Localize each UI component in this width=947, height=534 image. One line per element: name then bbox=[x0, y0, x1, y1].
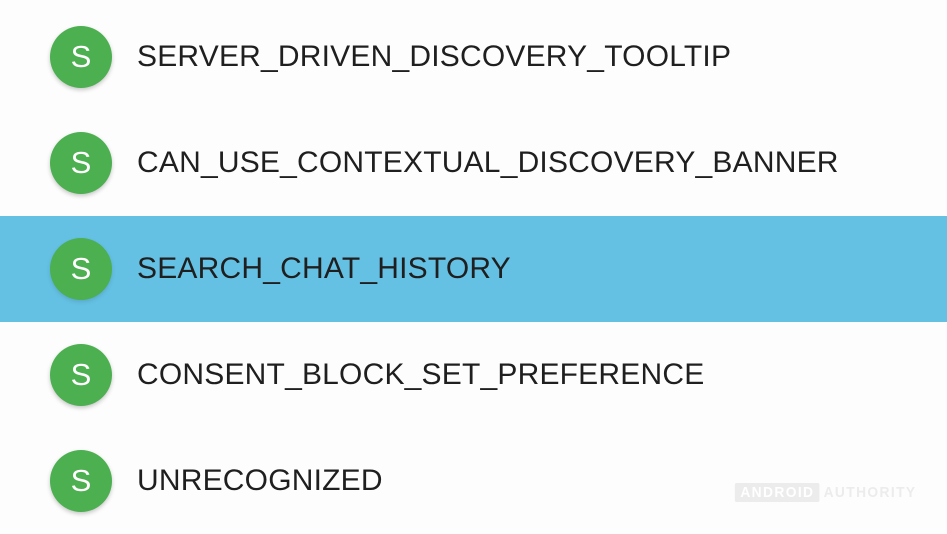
list-item-server_driven_discovery_tooltip[interactable]: S SERVER_DRIVEN_DISCOVERY_TOOLTIP bbox=[0, 4, 947, 110]
list-item-search_chat_history[interactable]: S SEARCH_CHAT_HISTORY bbox=[0, 216, 947, 322]
avatar: S bbox=[50, 344, 112, 406]
list-item-label: SEARCH_CHAT_HISTORY bbox=[137, 252, 511, 285]
avatar-letter: S bbox=[70, 356, 92, 392]
avatar-letter: S bbox=[70, 462, 92, 498]
android-authority-watermark: ANDROID AUTHORITY bbox=[734, 483, 916, 502]
avatar-letter: S bbox=[70, 250, 92, 286]
watermark-badge: ANDROID bbox=[734, 483, 819, 502]
avatar: S bbox=[50, 132, 112, 194]
avatar: S bbox=[50, 26, 112, 88]
list-item-label: CONSENT_BLOCK_SET_PREFERENCE bbox=[137, 358, 705, 391]
list-item-label: CAN_USE_CONTEXTUAL_DISCOVERY_BANNER bbox=[137, 146, 839, 179]
avatar-letter: S bbox=[70, 38, 92, 74]
list-item-label: UNRECOGNIZED bbox=[137, 464, 383, 497]
avatar: S bbox=[50, 450, 112, 512]
list-item-consent_block_set_preference[interactable]: S CONSENT_BLOCK_SET_PREFERENCE bbox=[0, 322, 947, 428]
avatar-letter: S bbox=[70, 144, 92, 180]
list-item-unrecognized[interactable]: S UNRECOGNIZED bbox=[0, 428, 947, 534]
avatar: S bbox=[50, 238, 112, 300]
watermark-text: AUTHORITY bbox=[823, 484, 916, 501]
list-item-label: SERVER_DRIVEN_DISCOVERY_TOOLTIP bbox=[137, 40, 732, 73]
list-item-can_use_contextual_discovery_banner[interactable]: S CAN_USE_CONTEXTUAL_DISCOVERY_BANNER bbox=[0, 110, 947, 216]
